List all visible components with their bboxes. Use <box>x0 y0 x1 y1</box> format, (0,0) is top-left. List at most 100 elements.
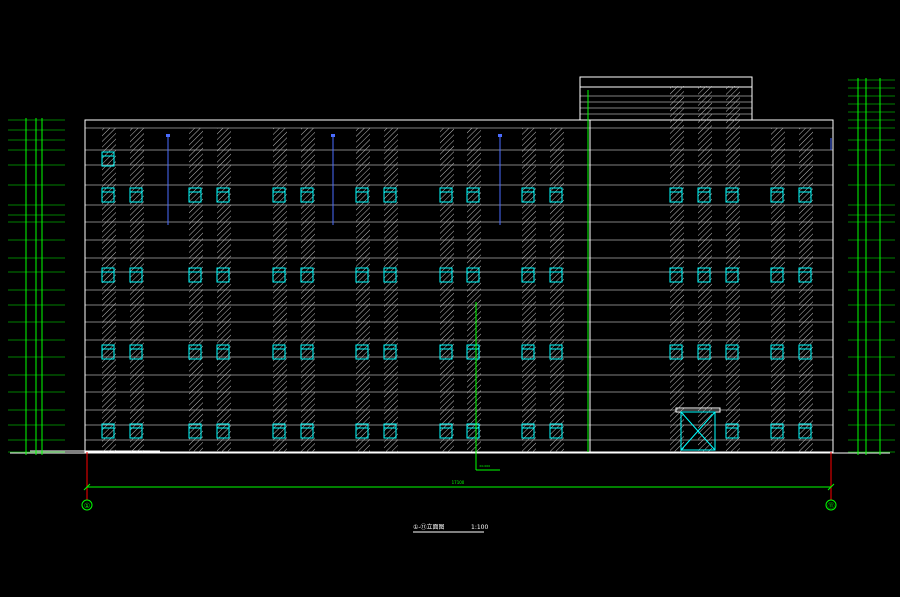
window <box>101 267 115 283</box>
window <box>383 187 397 203</box>
window <box>272 187 286 203</box>
axis-label-left: ① <box>84 502 90 510</box>
window <box>521 187 535 203</box>
left-elevation-dimensions <box>8 118 65 455</box>
window <box>129 423 143 439</box>
window <box>300 267 314 283</box>
pilaster <box>356 128 370 452</box>
window <box>669 344 683 360</box>
window <box>439 187 453 203</box>
window <box>798 267 812 283</box>
window <box>770 187 784 203</box>
window <box>188 267 202 283</box>
pilaster <box>467 128 481 452</box>
grid-axis-right: ⑪ <box>825 452 837 511</box>
window <box>101 151 115 167</box>
window <box>101 423 115 439</box>
level-note: ±0.000 <box>475 302 500 471</box>
window <box>383 344 397 360</box>
window <box>549 267 563 283</box>
window <box>188 423 202 439</box>
window <box>549 423 563 439</box>
axis-label-right: ⑪ <box>828 502 835 510</box>
window <box>383 267 397 283</box>
window <box>355 423 369 439</box>
window <box>300 423 314 439</box>
right-elevation-dimensions <box>848 78 895 455</box>
window-marks <box>101 151 812 439</box>
caption-scale: 1:100 <box>471 524 488 531</box>
window <box>770 267 784 283</box>
pipe-head <box>498 134 502 137</box>
window <box>355 267 369 283</box>
window <box>725 344 739 360</box>
entrance-door[interactable] <box>675 407 721 451</box>
caption-title: ①-⑪立面图 <box>413 523 445 531</box>
pilaster <box>384 128 398 452</box>
window <box>549 187 563 203</box>
window <box>725 423 739 439</box>
pipe-head <box>331 134 335 137</box>
pilaster <box>550 128 564 452</box>
window <box>725 267 739 283</box>
window <box>697 344 711 360</box>
window <box>669 187 683 203</box>
window <box>798 423 812 439</box>
pilaster <box>130 128 144 452</box>
building-outline <box>84 76 834 453</box>
window <box>383 423 397 439</box>
window <box>770 423 784 439</box>
pilaster <box>217 128 231 452</box>
window <box>466 344 480 360</box>
window <box>439 267 453 283</box>
window <box>697 187 711 203</box>
window <box>697 267 711 283</box>
pilaster <box>273 128 287 452</box>
pipe-head <box>166 134 170 137</box>
pilaster <box>102 128 116 452</box>
window <box>466 267 480 283</box>
window <box>272 267 286 283</box>
window <box>272 423 286 439</box>
pilaster <box>189 128 203 452</box>
window <box>725 187 739 203</box>
window <box>216 344 230 360</box>
pilaster <box>670 86 684 452</box>
pilaster <box>771 128 785 452</box>
window <box>355 344 369 360</box>
level-note-text: ±0.000 <box>479 464 490 468</box>
grid-axis-left: ① <box>81 452 93 511</box>
pilaster <box>522 128 536 452</box>
overall-dimension-text: 17100 <box>452 480 465 485</box>
window <box>188 187 202 203</box>
pilaster <box>698 86 712 452</box>
pilaster <box>799 128 813 452</box>
window <box>521 344 535 360</box>
window <box>188 344 202 360</box>
window <box>355 187 369 203</box>
window <box>521 267 535 283</box>
window <box>101 187 115 203</box>
window <box>549 344 563 360</box>
window <box>129 267 143 283</box>
window <box>129 344 143 360</box>
window <box>466 187 480 203</box>
window <box>521 423 535 439</box>
window <box>798 344 812 360</box>
drawing-caption: ①-⑪立面图 1:100 <box>413 523 488 533</box>
window <box>216 423 230 439</box>
window <box>101 344 115 360</box>
window <box>300 187 314 203</box>
window <box>216 187 230 203</box>
window <box>439 344 453 360</box>
window <box>216 267 230 283</box>
window <box>300 344 314 360</box>
hatched-pilasters <box>102 86 813 452</box>
window <box>669 267 683 283</box>
window <box>129 187 143 203</box>
pilaster <box>440 128 454 452</box>
window <box>272 344 286 360</box>
pilaster <box>301 128 315 452</box>
